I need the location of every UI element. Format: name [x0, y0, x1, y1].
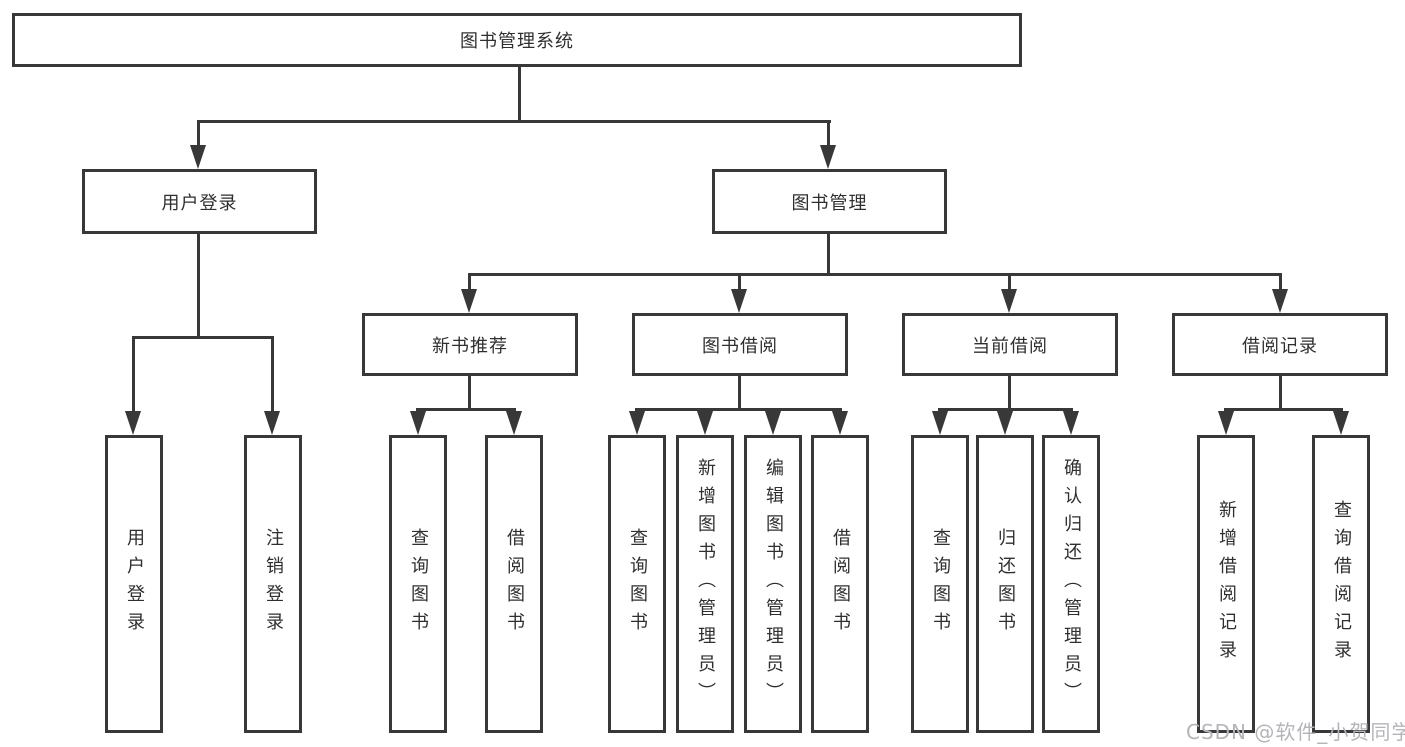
leaf-query-books-current: 查询图书: [911, 435, 969, 733]
connector-line: [416, 408, 516, 411]
arrow-down: [731, 289, 747, 313]
node-borrowing-records: 借阅记录: [1172, 313, 1388, 376]
leaf-borrow-books: 借阅图书: [811, 435, 869, 733]
arrow-down: [697, 411, 713, 435]
leaf-logout-label: 注销登录: [263, 528, 284, 640]
leaf-user-login-label: 用户登录: [124, 528, 145, 640]
arrow-down: [1218, 411, 1234, 435]
connector-line: [1279, 273, 1282, 291]
leaf-add-borrow-record: 新增借阅记录: [1197, 435, 1255, 733]
connector-line: [635, 408, 842, 411]
connector-line: [197, 120, 200, 147]
arrow-down: [410, 411, 426, 435]
arrow-down: [1333, 411, 1349, 435]
arrow-down: [461, 289, 477, 313]
leaf-query-books-recommend-label: 查询图书: [408, 528, 429, 640]
arrow-down: [997, 411, 1013, 435]
arrow-down: [820, 145, 836, 169]
leaf-edit-book-admin: 编辑图书（管理员）: [744, 435, 802, 733]
connector-line: [197, 120, 831, 123]
arrow-down: [506, 411, 522, 435]
leaf-add-book-admin-label: 新增图书（管理员）: [695, 458, 716, 710]
watermark: CSDN @软件_小贺同学: [1186, 720, 1405, 744]
arrow-down: [190, 145, 206, 169]
leaf-edit-book-admin-label: 编辑图书（管理员）: [763, 458, 784, 710]
arrow-down: [1001, 289, 1017, 313]
node-new-book-recommend: 新书推荐: [362, 313, 578, 376]
node-book-management: 图书管理: [712, 169, 947, 234]
leaf-borrow-books-recommend: 借阅图书: [485, 435, 543, 733]
arrow-down: [765, 411, 781, 435]
arrow-down: [1272, 289, 1288, 313]
leaf-return-book: 归还图书: [976, 435, 1034, 733]
connector-line: [468, 376, 471, 408]
arrow-down: [629, 411, 645, 435]
arrow-down: [125, 411, 141, 435]
connector-line: [827, 234, 830, 273]
node-current-borrowing: 当前借阅: [902, 313, 1118, 376]
node-book-borrowing: 图书借阅: [632, 313, 848, 376]
connector-line: [197, 234, 200, 336]
connector-line: [738, 376, 741, 408]
arrow-down: [832, 411, 848, 435]
connector-line: [518, 67, 521, 120]
connector-line: [468, 273, 471, 291]
connector-line: [1279, 376, 1282, 408]
leaf-query-books-current-label: 查询图书: [930, 528, 951, 640]
connector-line: [1008, 376, 1011, 408]
node-user-login: 用户登录: [82, 169, 317, 234]
node-root-library-management-system: 图书管理系统: [12, 13, 1022, 67]
leaf-add-borrow-record-label: 新增借阅记录: [1216, 500, 1237, 668]
connector-line: [468, 273, 1282, 276]
leaf-borrow-books-recommend-label: 借阅图书: [504, 528, 525, 640]
leaf-return-book-label: 归还图书: [995, 528, 1016, 640]
leaf-logout: 注销登录: [244, 435, 302, 733]
leaf-user-login: 用户登录: [105, 435, 163, 733]
connector-line: [1008, 273, 1011, 291]
leaf-query-borrow-record-label: 查询借阅记录: [1331, 500, 1352, 668]
leaf-query-borrow-record: 查询借阅记录: [1312, 435, 1370, 733]
leaf-borrow-books-label: 借阅图书: [830, 528, 851, 640]
leaf-confirm-return-admin-label: 确认归还（管理员）: [1061, 458, 1082, 710]
leaf-query-books-borrow-label: 查询图书: [627, 528, 648, 640]
connector-line: [271, 336, 274, 413]
arrow-down: [1063, 411, 1079, 435]
connector-line: [938, 408, 1073, 411]
leaf-add-book-admin: 新增图书（管理员）: [676, 435, 734, 733]
connector-line: [738, 273, 741, 291]
leaf-confirm-return-admin: 确认归还（管理员）: [1042, 435, 1100, 733]
connector-line: [827, 120, 830, 147]
connector-line: [132, 336, 274, 339]
connector-line: [1224, 408, 1343, 411]
leaf-query-books-borrow: 查询图书: [608, 435, 666, 733]
arrow-down: [264, 411, 280, 435]
arrow-down: [932, 411, 948, 435]
connector-line: [132, 336, 135, 413]
leaf-query-books-recommend: 查询图书: [389, 435, 447, 733]
